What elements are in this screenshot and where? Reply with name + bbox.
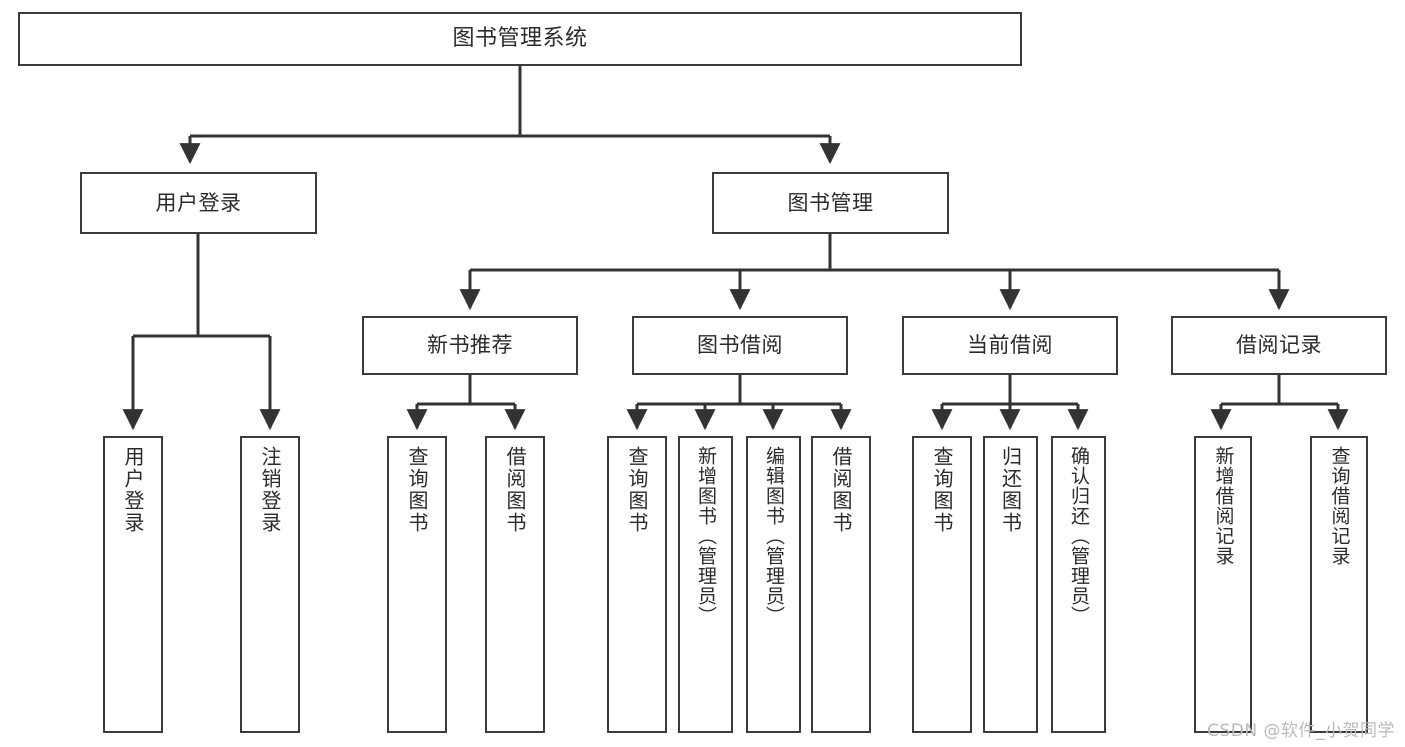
leaf-add-borrow-record[interactable]: 新增借阅记录 <box>1194 436 1252 733</box>
node-label: 新书推荐 <box>427 333 513 358</box>
node-label: 新增借阅记录 <box>1212 446 1235 566</box>
leaf-return-book[interactable]: 归还图书 <box>983 436 1038 733</box>
node-label: 借阅图书 <box>829 446 853 534</box>
node-label: 查询图书 <box>625 446 649 534</box>
node-current-borrowing[interactable]: 当前借阅 <box>902 316 1118 375</box>
node-label: 编辑图书（管理员） <box>762 446 785 626</box>
node-label: 当前借阅 <box>967 333 1053 358</box>
node-label: 注销登录 <box>258 446 282 534</box>
node-label: 用户登录 <box>121 446 145 534</box>
node-new-book-recommendation[interactable]: 新书推荐 <box>362 316 578 375</box>
leaf-add-book-admin[interactable]: 新增图书（管理员） <box>678 436 733 733</box>
node-label: 图书管理 <box>787 190 874 215</box>
leaf-user-login[interactable]: 用户登录 <box>103 436 163 733</box>
node-label: 借阅记录 <box>1236 333 1322 358</box>
leaf-borrow-book-new-rec[interactable]: 借阅图书 <box>485 436 545 733</box>
leaf-logout[interactable]: 注销登录 <box>240 436 300 733</box>
node-label: 图书管理系统 <box>452 26 588 52</box>
node-label: 查询图书 <box>405 446 429 534</box>
node-label: 图书借阅 <box>697 333 783 358</box>
leaf-query-book-new-rec[interactable]: 查询图书 <box>387 436 447 733</box>
node-borrowing-record[interactable]: 借阅记录 <box>1171 316 1387 375</box>
node-user-login[interactable]: 用户登录 <box>80 172 317 234</box>
node-book-borrowing[interactable]: 图书借阅 <box>632 316 848 375</box>
csdn-watermark: CSDN @软件_小贺同学 <box>1207 721 1395 741</box>
node-root-book-management-system[interactable]: 图书管理系统 <box>18 12 1022 66</box>
node-label: 确认归还（管理员） <box>1067 446 1090 626</box>
node-label: 查询借阅记录 <box>1328 446 1351 566</box>
leaf-confirm-return-admin[interactable]: 确认归还（管理员） <box>1051 436 1106 733</box>
leaf-edit-book-admin[interactable]: 编辑图书（管理员） <box>746 436 801 733</box>
leaf-query-borrow-record[interactable]: 查询借阅记录 <box>1310 436 1368 733</box>
node-book-management[interactable]: 图书管理 <box>712 172 949 234</box>
node-label: 借阅图书 <box>503 446 527 534</box>
node-label: 新增图书（管理员） <box>694 446 717 626</box>
leaf-borrow-book-borrow[interactable]: 借阅图书 <box>811 436 871 733</box>
leaf-query-book-borrow[interactable]: 查询图书 <box>607 436 667 733</box>
leaf-query-book-current[interactable]: 查询图书 <box>912 436 972 733</box>
node-label: 用户登录 <box>155 190 242 215</box>
node-label: 查询图书 <box>930 446 954 534</box>
node-label: 归还图书 <box>998 446 1023 534</box>
